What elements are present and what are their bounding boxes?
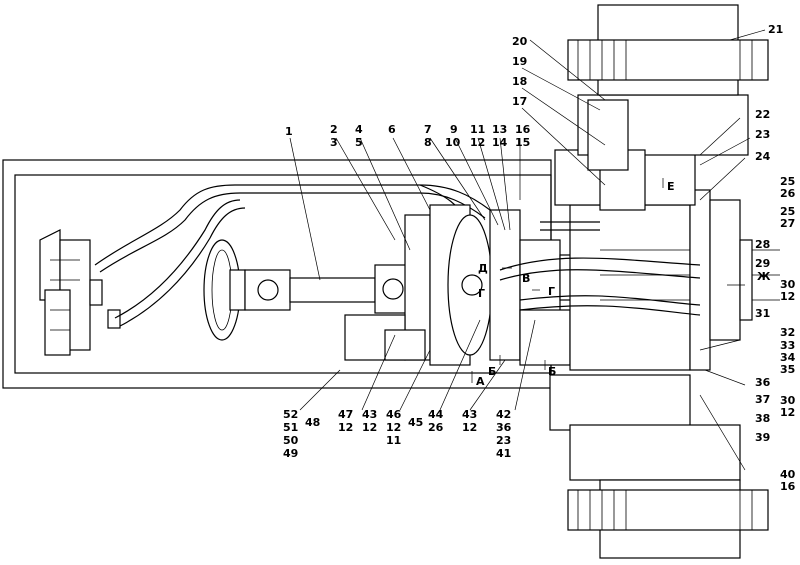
callout: 12 [470, 136, 485, 149]
callout: 12 [338, 421, 353, 434]
callout: 5 [355, 136, 363, 149]
callout: 11 [386, 434, 401, 447]
view-marker: Г [548, 285, 555, 298]
callout: 20 [512, 35, 528, 48]
callout: 22 [755, 108, 770, 121]
callout: 12 [462, 421, 477, 434]
callout: 12 [362, 421, 377, 434]
callout: 12 [386, 421, 401, 434]
callout: 49 [283, 447, 298, 460]
callout: 14 [492, 136, 508, 149]
callout: 29 [755, 257, 770, 270]
callout: 30 [780, 394, 796, 407]
callout: 30 [780, 278, 796, 291]
leader-lines [289, 29, 766, 471]
callout: 46 [386, 408, 402, 421]
view-marker: Б [548, 365, 556, 378]
callout: 44 [428, 408, 444, 421]
callout: 21 [768, 23, 783, 36]
callout: 47 [338, 408, 353, 421]
callout: 37 [755, 393, 770, 406]
lower-final-drive [549, 374, 741, 481]
view-marker: Ж [757, 270, 771, 283]
callout: 13 [492, 123, 507, 136]
callout: 52 [283, 408, 298, 421]
callout: 41 [496, 447, 511, 460]
callout: 3 [330, 136, 338, 149]
view-marker: Д [478, 262, 488, 275]
callout: 16 [780, 480, 796, 493]
callout: 33 [780, 339, 795, 352]
callout: 12 [780, 406, 795, 419]
callout: 2 [330, 123, 338, 136]
callout: 28 [755, 238, 770, 251]
callout: 31 [755, 307, 770, 320]
callout: 42 [496, 408, 511, 421]
callout: 27 [780, 217, 795, 230]
callout: 36 [496, 421, 512, 434]
flywheel [203, 239, 246, 341]
callout: 32 [780, 326, 795, 339]
callout: 12 [780, 290, 795, 303]
callout: 10 [445, 136, 461, 149]
view-marker: Б [488, 365, 496, 378]
view-marker: Г [478, 287, 485, 300]
callout: 16 [515, 123, 531, 136]
upper-wheel [567, 4, 769, 96]
callout: 23 [496, 434, 511, 447]
callout: 26 [780, 187, 796, 200]
callout: 35 [780, 363, 795, 376]
callout: 39 [755, 431, 770, 444]
callout: 1 [285, 125, 293, 138]
callout: 48 [305, 416, 320, 429]
marker-arrows [471, 178, 745, 383]
callout: 26 [428, 421, 444, 434]
callout: 34 [780, 351, 796, 364]
callout: 8 [424, 136, 432, 149]
callout: 43 [362, 408, 377, 421]
callouts-top: 1 2 3 4 5 6 7 8 9 10 11 12 13 14 16 15 1… [285, 23, 783, 149]
callouts-bottom: 52 51 50 49 48 47 12 43 12 46 12 11 45 4… [283, 408, 512, 460]
callout: 45 [408, 416, 423, 429]
callout: 25 [780, 205, 795, 218]
callout: 38 [755, 412, 770, 425]
callout: 24 [755, 150, 771, 163]
callout: 6 [388, 123, 396, 136]
callout: 9 [450, 123, 458, 136]
view-marker: Е [667, 180, 675, 193]
view-marker: А [476, 375, 485, 388]
upper-final-drive [554, 94, 749, 211]
callout: 4 [355, 123, 363, 136]
callout: 11 [470, 123, 485, 136]
view-marker: В [522, 272, 530, 285]
view-markers: Д Г В Г Е Ж Б А Б [476, 180, 771, 388]
callout: 7 [424, 123, 432, 136]
callout: 51 [283, 421, 298, 434]
callout: 15 [515, 136, 530, 149]
rear-axle [569, 189, 780, 371]
callout: 40 [780, 468, 796, 481]
callout: 43 [462, 408, 477, 421]
callout: 17 [512, 95, 527, 108]
callout: 36 [755, 376, 771, 389]
callouts-right: 22 23 24 25 26 25 27 28 29 30 12 31 32 3… [755, 108, 796, 493]
lower-wheel [567, 479, 769, 559]
callout: 23 [755, 128, 770, 141]
callout: 18 [512, 75, 527, 88]
callout: 19 [512, 55, 527, 68]
left-unit [39, 229, 121, 356]
callout: 50 [283, 434, 299, 447]
cardan-shaft [244, 264, 411, 314]
callout: 25 [780, 175, 795, 188]
pipes-right [499, 221, 701, 316]
